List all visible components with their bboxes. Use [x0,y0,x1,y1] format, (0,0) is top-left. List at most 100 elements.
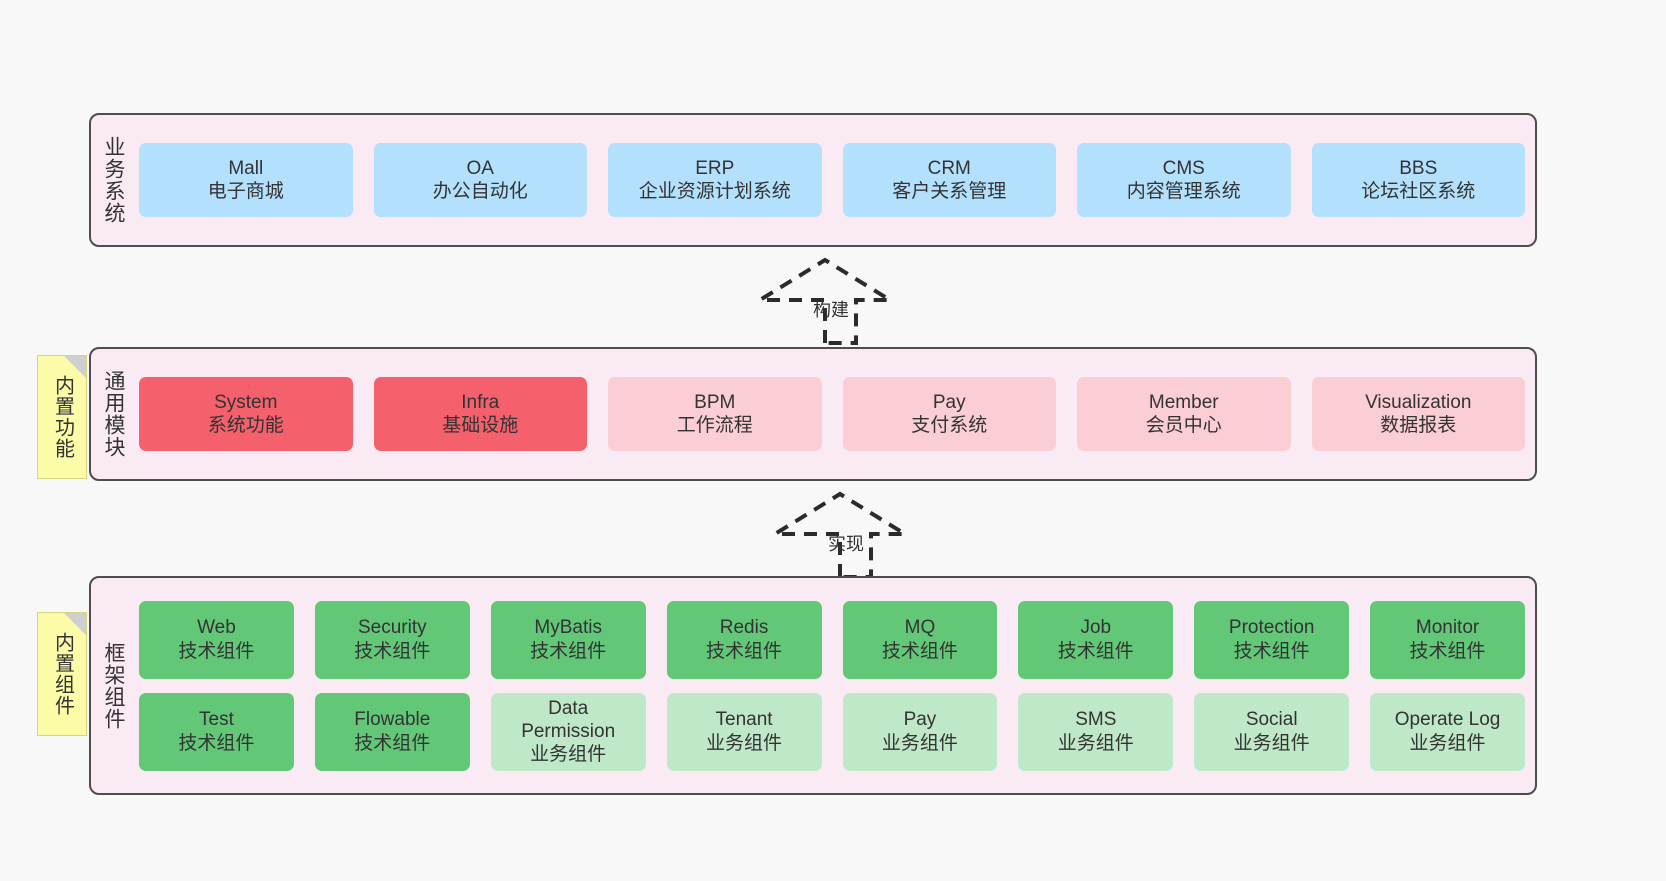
component-name-en: Flowable [354,709,431,731]
component-name-en: Web [197,617,236,639]
layer-title-framework-components: 框架组件 [102,641,126,730]
component-name-en: Operate Log [1394,709,1501,731]
component-type-cn: 技术组件 [530,640,607,662]
module-name-en: Infra [461,391,500,413]
component-card-mybatis[interactable]: MyBatis 技术组件 [490,600,646,679]
module-card-bpm[interactable]: BPM 工作流程 [608,377,822,451]
module-name-cn: 系统功能 [207,415,284,436]
layer-body-common-modules: System 系统功能 Infra 基础设施 BPM 工作流程 Pay 支付系统… [135,349,1535,479]
component-card-operate-log[interactable]: Operate Log 业务组件 [1370,692,1525,771]
component-card-protection[interactable]: Protection 技术组件 [1194,600,1350,679]
component-type-cn: 技术组件 [1409,640,1486,662]
component-card-web[interactable]: Web 技术组件 [139,600,294,679]
component-type-cn: 技术组件 [178,732,255,754]
component-card-security[interactable]: Security 技术组件 [314,600,470,679]
component-type-cn: 技术组件 [1233,640,1310,662]
note-fold-corner-icon [64,356,86,378]
component-name-en: MyBatis [534,617,602,639]
component-type-cn: 技术组件 [706,640,783,662]
module-name-en: System [214,391,278,413]
component-type-cn: 技术组件 [1057,640,1134,662]
module-card-cms[interactable]: CMS 内容管理系统 [1077,143,1291,217]
layer-row: Mall 电子商城 OA 办公自动化 ERP 企业资源计划系统 CRM 客户关系… [139,143,1525,217]
connector-build: 构建 [752,257,915,348]
component-type-cn: 技术组件 [354,640,431,662]
module-name-cn: 客户关系管理 [892,181,1007,202]
module-name-cn: 办公自动化 [432,181,528,202]
component-type-cn: 业务组件 [530,744,607,766]
component-card-job[interactable]: Job 技术组件 [1018,600,1174,679]
module-name-en: Visualization [1365,391,1472,413]
module-name-cn: 工作流程 [676,415,753,436]
layer-business-systems: 业务系统 Mall 电子商城 OA 办公自动化 ERP 企业资源计划系统 CRM… [89,113,1537,247]
module-card-bbs[interactable]: BBS 论坛社区系统 [1311,143,1525,217]
component-card-flowable[interactable]: Flowable 技术组件 [314,692,470,771]
component-type-cn: 业务组件 [1233,732,1310,754]
component-card-social[interactable]: Social 业务组件 [1194,692,1350,771]
module-name-cn: 企业资源计划系统 [638,181,791,202]
component-card-mq[interactable]: MQ 技术组件 [842,600,998,679]
component-card-test[interactable]: Test 技术组件 [139,692,294,771]
component-name-en: Tenant [715,709,773,731]
module-name-en: BPM [694,391,736,413]
module-name-en: OA [466,157,494,179]
component-card-monitor[interactable]: Monitor 技术组件 [1370,600,1525,679]
component-type-cn: 业务组件 [1057,732,1134,754]
module-card-visualization[interactable]: Visualization 数据报表 [1311,377,1525,451]
component-card-data-permission[interactable]: Data Permission 业务组件 [490,692,646,771]
component-name-en: Monitor [1415,617,1480,639]
layer-title-business-systems: 业务系统 [102,136,126,224]
module-name-cn: 论坛社区系统 [1361,181,1476,202]
module-card-crm[interactable]: CRM 客户关系管理 [842,143,1056,217]
note-builtin-functions: 内置功能 [37,355,87,479]
connector-implement: 实现 [767,491,930,582]
layer-framework-components: 框架组件 Web 技术组件 Security 技术组件 MyBatis 技术组件… [89,576,1537,795]
layer-row: Test 技术组件 Flowable 技术组件 Data Permission … [139,692,1525,771]
module-card-erp[interactable]: ERP 企业资源计划系统 [608,143,822,217]
dashed-generalization-arrow-icon [752,257,898,345]
note-fold-corner-icon [64,613,86,635]
component-card-tenant[interactable]: Tenant 业务组件 [666,692,822,771]
layer-row: Web 技术组件 Security 技术组件 MyBatis 技术组件 Redi… [139,600,1525,679]
layer-body-framework-components: Web 技术组件 Security 技术组件 MyBatis 技术组件 Redi… [135,578,1535,793]
note-label: 内置组件 [51,632,74,716]
module-name-cn: 电子商城 [207,181,284,202]
connector-label-build: 构建 [813,300,849,320]
component-name-en: Job [1080,617,1112,639]
component-name-en: Test [199,709,234,731]
component-type-cn: 业务组件 [706,732,783,754]
module-card-system[interactable]: System 系统功能 [139,377,353,451]
note-builtin-components: 内置组件 [37,612,87,736]
module-name-cn: 基础设施 [442,415,519,436]
module-card-infra[interactable]: Infra 基础设施 [373,377,587,451]
module-card-member[interactable]: Member 会员中心 [1077,377,1291,451]
layer-body-business-systems: Mall 电子商城 OA 办公自动化 ERP 企业资源计划系统 CRM 客户关系… [135,115,1535,245]
module-card-oa[interactable]: OA 办公自动化 [373,143,587,217]
component-name-en: Redis [719,617,769,639]
component-type-cn: 业务组件 [1409,732,1486,754]
component-card-sms[interactable]: SMS 业务组件 [1018,692,1174,771]
connector-label-implement: 实现 [828,534,864,554]
component-name-en: Data Permission [521,697,616,742]
layer-row: System 系统功能 Infra 基础设施 BPM 工作流程 Pay 支付系统… [139,377,1525,451]
component-card-redis[interactable]: Redis 技术组件 [666,600,822,679]
component-card-pay[interactable]: Pay 业务组件 [842,692,998,771]
module-name-en: BBS [1399,157,1438,179]
layer-common-modules: 通用模块 System 系统功能 Infra 基础设施 BPM 工作流程 Pay… [89,347,1537,481]
module-card-pay[interactable]: Pay 支付系统 [842,377,1056,451]
module-name-en: Mall [228,157,264,179]
note-label: 内置功能 [51,375,74,459]
module-name-en: Pay [932,391,966,413]
component-name-en: Pay [903,709,937,731]
module-name-cn: 数据报表 [1380,415,1457,436]
component-name-en: Security [357,617,427,639]
module-name-cn: 支付系统 [911,415,988,436]
module-name-cn: 内容管理系统 [1126,181,1241,202]
module-name-en: Member [1148,391,1219,413]
component-type-cn: 技术组件 [881,640,958,662]
component-name-en: SMS [1075,709,1117,731]
module-card-mall[interactable]: Mall 电子商城 [139,143,353,217]
module-name-en: CRM [927,157,971,179]
module-name-en: ERP [695,157,735,179]
